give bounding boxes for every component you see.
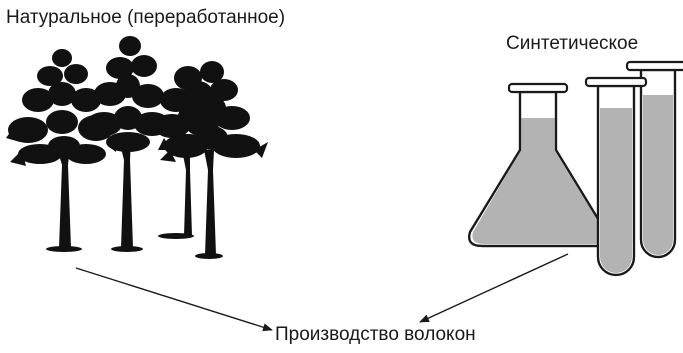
natural-to-fiber-arrow	[75, 267, 273, 332]
natural-source-label: Натуральное (переработанное)	[6, 7, 286, 28]
synthetic-to-fiber-arrow	[419, 253, 569, 323]
tree-icon	[6, 49, 118, 252]
tree-icon	[86, 36, 176, 252]
tree-icon	[160, 61, 268, 259]
test-tube-back	[625, 60, 683, 259]
test-tube-front	[584, 76, 648, 277]
synthetic-source-label: Синтетическое	[506, 33, 639, 54]
fiber-production-label: Производство волокон	[275, 324, 476, 345]
trees-group	[6, 36, 268, 259]
erlenmeyer-flask	[468, 82, 609, 248]
glassware-group	[468, 60, 683, 277]
